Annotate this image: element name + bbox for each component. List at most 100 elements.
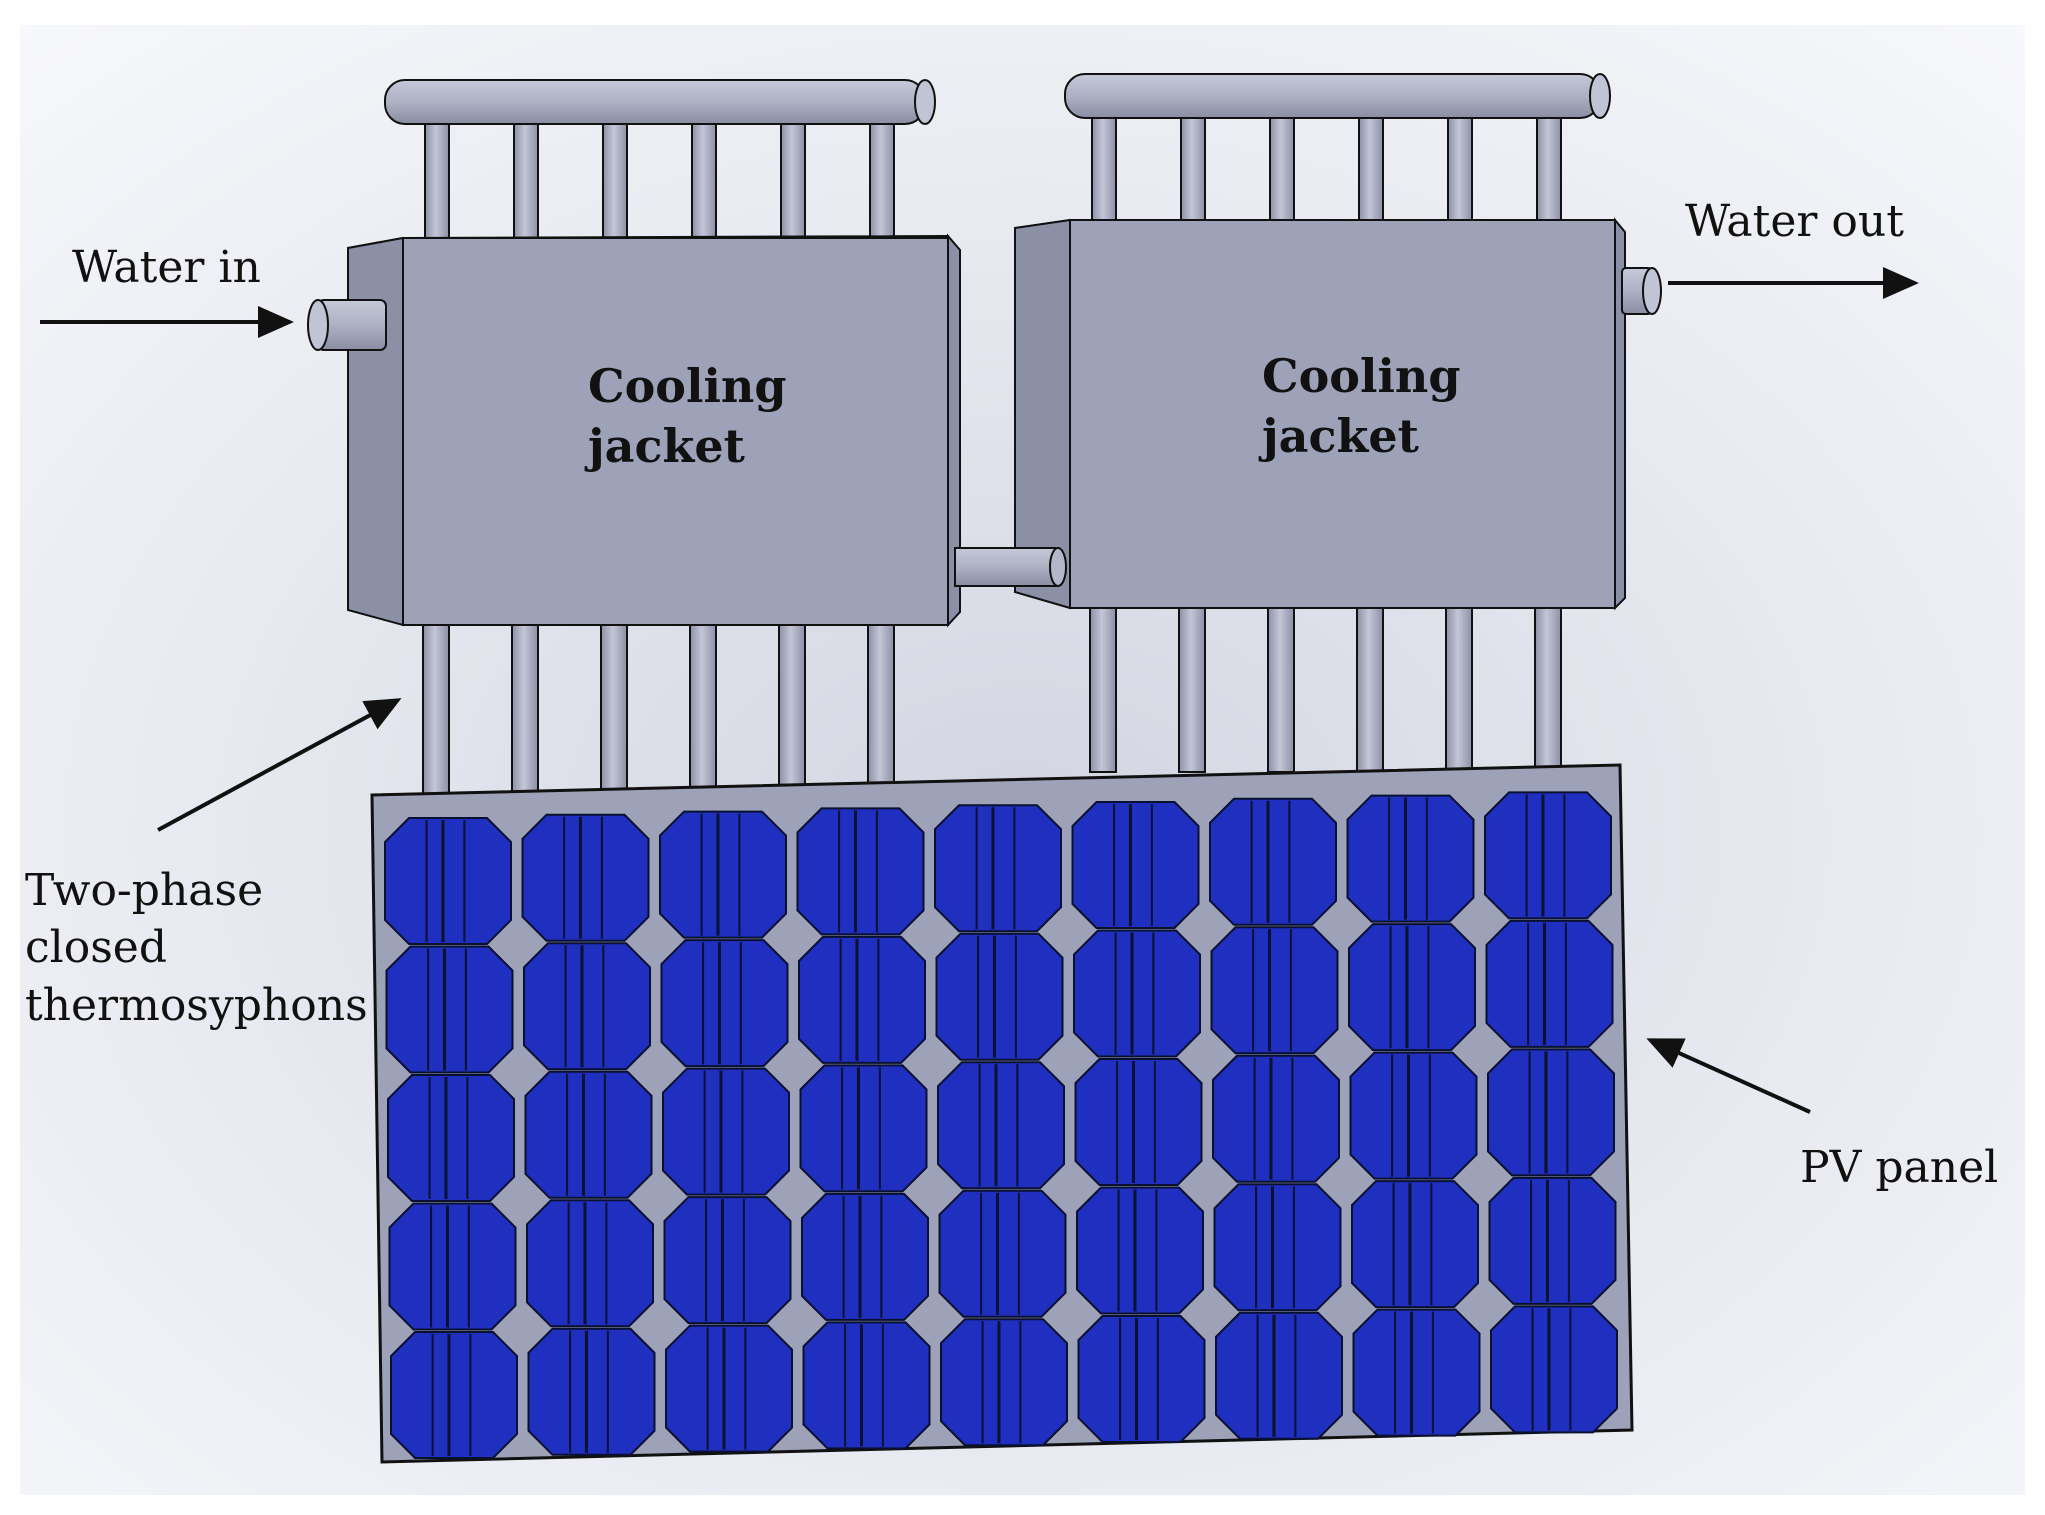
thermosyphon-upper-pipes <box>424 105 1562 247</box>
condenser-pipe <box>1269 105 1295 229</box>
pv-cell-body <box>1209 797 1337 926</box>
left-jacket-label-line1: Cooling <box>588 359 787 413</box>
pv-cell <box>1487 1048 1615 1177</box>
pv-panel-pointer-arrow <box>1646 1038 1811 1114</box>
pv-cell <box>801 1192 929 1321</box>
pv-cell <box>384 817 512 945</box>
condenser-pipe <box>602 111 628 247</box>
pv-cell-body <box>526 1199 654 1328</box>
evaporator-pipe <box>689 621 717 796</box>
pv-cell <box>663 1196 792 1325</box>
right-jacket-label-line1: Cooling <box>1262 349 1461 403</box>
pv-cell <box>1073 929 1201 1058</box>
pv-cell-body <box>1077 1315 1206 1443</box>
pv-cell <box>940 1318 1068 1447</box>
pv-cell <box>1490 1305 1618 1434</box>
pv-cell <box>388 1202 517 1331</box>
pv-cell-body <box>523 942 651 1071</box>
pv-cell-body <box>388 1202 517 1331</box>
pv-cell <box>1077 1315 1206 1443</box>
pv-cell-body <box>1215 1311 1343 1440</box>
pv-cell-body <box>663 1196 792 1325</box>
pv-cell-body <box>1352 1308 1481 1437</box>
header-pipe-left <box>384 79 926 125</box>
evaporator-pipe <box>1534 603 1562 773</box>
pv-cell <box>1215 1311 1343 1440</box>
cooling-jacket-left <box>347 233 961 628</box>
pv-cell <box>1484 791 1612 920</box>
thermosyphon-label-line3: thermosyphons <box>25 980 368 1031</box>
pv-cell <box>527 1327 656 1456</box>
pv-cell-body <box>385 945 514 1074</box>
condenser-pipe <box>691 111 717 247</box>
thermosyphon-lower-pipes <box>422 603 1562 796</box>
jacket-left-side <box>347 236 404 627</box>
pv-cell-body <box>1076 1186 1204 1315</box>
evaporator-pipe <box>1267 603 1295 773</box>
pv-cell <box>799 1064 928 1193</box>
pv-cell <box>935 932 1064 1061</box>
pv-cell <box>1348 923 1476 1052</box>
pv-cell <box>1346 794 1475 923</box>
pv-cell <box>1074 1058 1203 1186</box>
pv-cell-body <box>659 810 787 939</box>
pv-cell-body <box>527 1327 656 1456</box>
water-in-label: Water in <box>72 242 261 293</box>
evaporator-pipe <box>1178 603 1206 773</box>
pv-cell-body <box>801 1192 929 1321</box>
pv-cell <box>796 807 925 936</box>
pv-panel <box>370 763 1634 1464</box>
pv-cell-body <box>937 1061 1065 1190</box>
condenser-pipe <box>780 111 806 247</box>
pv-cell-body <box>1073 929 1201 1058</box>
pv-panel-label: PV panel <box>1800 1142 1998 1193</box>
top-headers <box>384 73 1611 125</box>
evaporator-pipe <box>1356 603 1384 773</box>
right-jacket-label-line2: jacket <box>1258 409 1420 463</box>
pv-cell <box>387 1074 515 1202</box>
pv-cell-body <box>1349 1051 1478 1180</box>
cooling-jacket-right <box>1014 217 1626 611</box>
evaporator-pipe <box>422 621 450 796</box>
condenser-pipe <box>1358 105 1384 229</box>
header-pipe-right <box>1064 73 1601 119</box>
evaporator-pipe <box>1445 603 1473 773</box>
evaporator-pipe <box>867 621 895 796</box>
condenser-pipe <box>1091 105 1117 229</box>
pv-cell <box>390 1331 518 1459</box>
pv-cell <box>1209 797 1337 926</box>
pv-cell <box>1212 1054 1340 1183</box>
pv-cell-body <box>802 1321 931 1450</box>
pv-cell <box>1485 919 1614 1048</box>
pv-cell <box>934 804 1062 933</box>
pv-cell-body <box>524 1070 653 1199</box>
pv-cell <box>526 1199 654 1328</box>
pv-cell <box>798 935 926 1064</box>
pv-cell-body <box>938 1189 1067 1318</box>
pv-cell <box>1488 1176 1617 1305</box>
evaporator-pipe <box>600 621 628 796</box>
pv-cell-body <box>384 817 512 945</box>
left-jacket-label-line2: jacket <box>584 419 746 473</box>
pv-cell-body <box>1348 923 1476 1052</box>
water-out-label: Water out <box>1685 196 1904 247</box>
jacket-left-front <box>402 237 949 626</box>
pv-cell <box>1071 801 1200 929</box>
pv-cell <box>937 1061 1065 1190</box>
pv-cell-body <box>390 1331 518 1459</box>
pv-cell <box>1076 1186 1204 1315</box>
pv-cell <box>524 1070 653 1199</box>
pv-cell-body <box>1351 1180 1479 1309</box>
pv-cell <box>662 1067 790 1196</box>
outlet-nozzle <box>1621 267 1662 315</box>
pv-cell <box>802 1321 931 1450</box>
thermosyphon-label-line2: closed <box>25 922 167 973</box>
connector-pipe <box>954 547 1067 587</box>
pv-cell <box>385 945 514 1074</box>
evaporator-pipe <box>1089 603 1117 773</box>
condenser-pipe <box>424 111 450 247</box>
pv-cell <box>1351 1180 1479 1309</box>
pv-cells <box>384 791 1618 1459</box>
